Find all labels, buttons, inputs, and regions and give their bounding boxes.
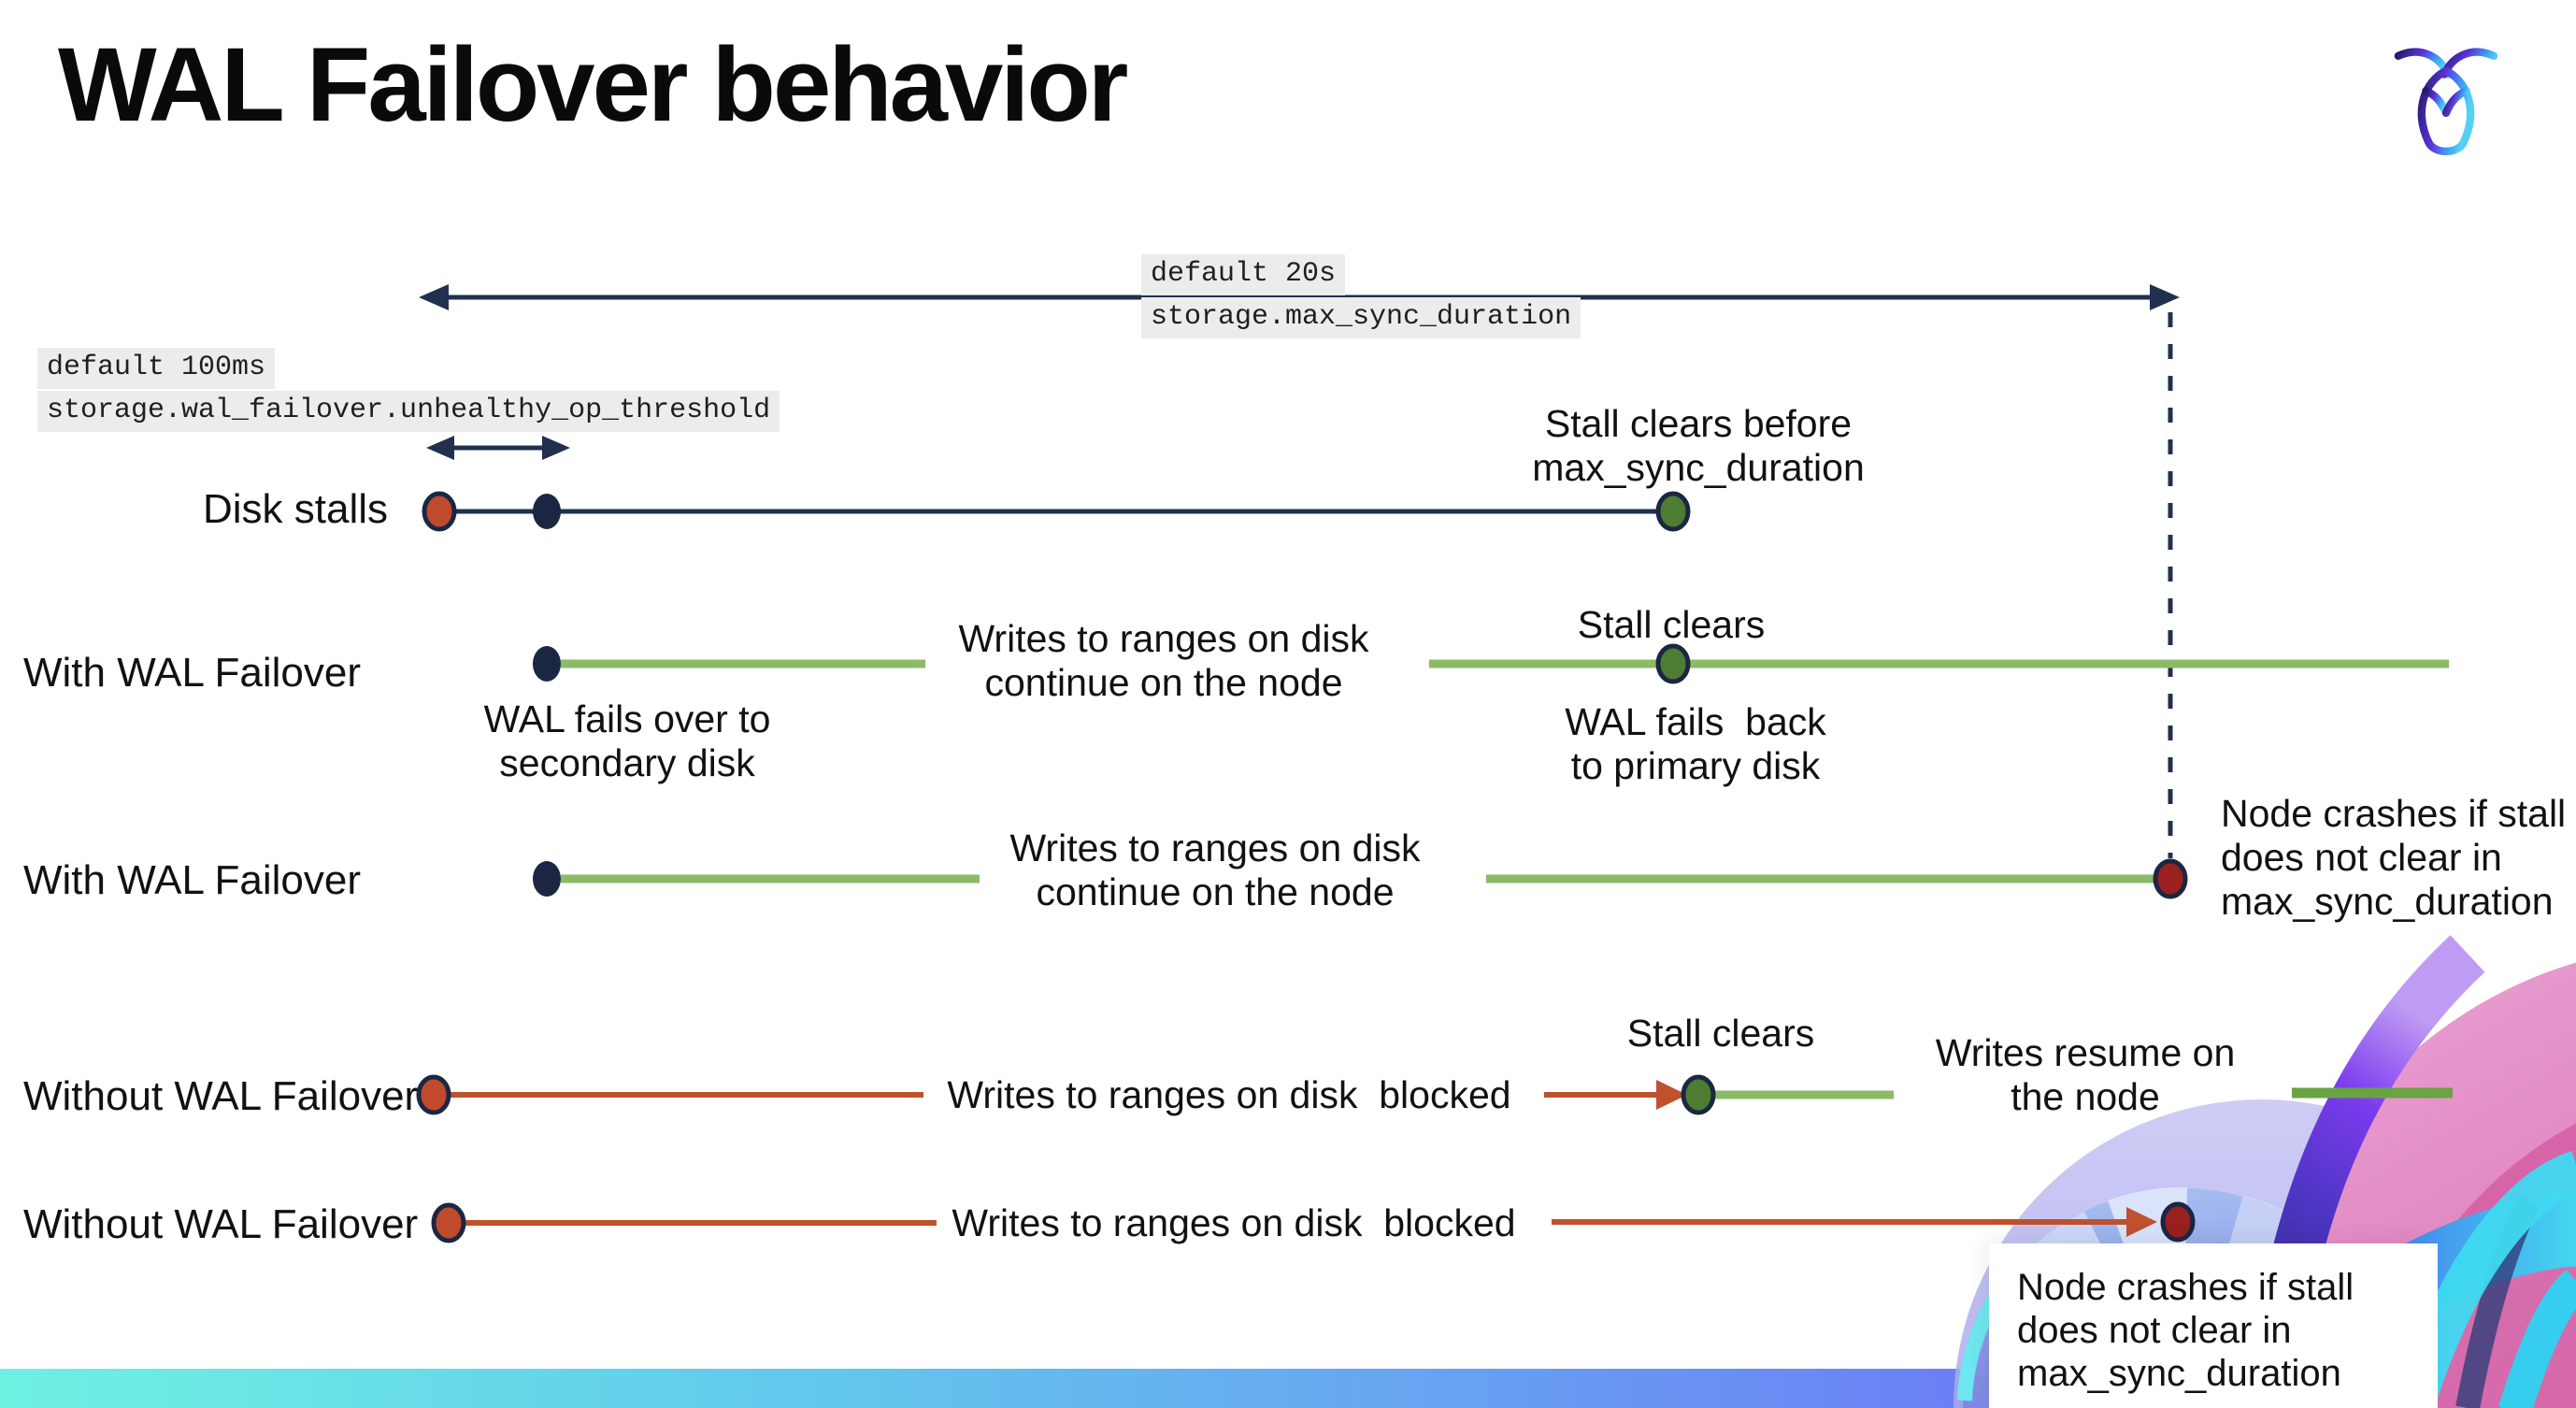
setting-name: storage.wal_failover.unhealthy_op_thresh…: [37, 391, 780, 432]
node-crash-callout-box: Node crashes if stall does not clear in …: [1989, 1243, 2438, 1408]
timeline-with-failover-crash: [533, 858, 2188, 899]
annotation-stall-clears-before: Stall clears before max_sync_duration: [1532, 402, 1865, 489]
annotation-writes-blocked-2: Writes to ranges on disk blocked: [952, 1201, 1516, 1244]
stall-start-dot: [422, 491, 457, 532]
setting-default-value: default 20s: [1141, 254, 1346, 295]
row-label-with-wal-failover-2: With WAL Failover: [23, 857, 362, 903]
failover-dot: [533, 646, 561, 682]
annotation-writes-continue-2: Writes to ranges on disk continue on the…: [1009, 826, 1421, 913]
node-crash-dot: [2153, 858, 2188, 899]
annotation-wal-fails-back: WAL fails back to primary disk: [1565, 700, 1826, 787]
stall-clears-dot: [1655, 643, 1691, 684]
stall-clears-dot: [1655, 491, 1691, 532]
annotation-writes-blocked-1: Writes to ranges on disk blocked: [947, 1073, 1511, 1116]
annotation-stall-clears-2: Stall clears: [1626, 1012, 1815, 1055]
unhealthy-op-threshold-setting-label: default 100ms storage.wal_failover.unhea…: [37, 348, 780, 434]
stall-clears-dot: [1681, 1074, 1716, 1115]
row-label-disk-stalls: Disk stalls: [202, 486, 388, 532]
failover-threshold-dot: [533, 494, 561, 529]
max-sync-duration-setting-label: default 20s storage.max_sync_duration: [1141, 254, 1581, 340]
node-crash-dot: [2160, 1201, 2196, 1243]
stall-start-dot: [416, 1074, 451, 1115]
annotation-node-crashes-1: Node crashes if stall does not clear in …: [2221, 792, 2567, 923]
page-title: WAL Failover behavior: [58, 26, 1128, 143]
row-label-without-wal-failover-2: Without WAL Failover: [23, 1201, 419, 1247]
unhealthy-op-threshold-arrow: [426, 436, 570, 460]
setting-name: storage.max_sync_duration: [1141, 297, 1581, 338]
row-label-with-wal-failover-1: With WAL Failover: [23, 650, 362, 696]
timeline-disk-stalls: [422, 491, 1691, 532]
annotation-node-crashes-2: Node crashes if stall does not clear in …: [2017, 1267, 2354, 1394]
timeline-with-failover-clears: [533, 643, 2449, 684]
annotation-writes-continue-1: Writes to ranges on disk continue on the…: [958, 617, 1369, 704]
row-label-without-wal-failover-1: Without WAL Failover: [23, 1073, 419, 1119]
annotation-wal-fails-over: WAL fails over to secondary disk: [483, 697, 771, 784]
timeline-without-failover-crash: [431, 1201, 2196, 1243]
timeline-without-failover-clears: [416, 1074, 2453, 1115]
cockroachdb-logo-icon: [2394, 48, 2498, 156]
failover-dot: [533, 861, 561, 897]
annotation-stall-clears-1: Stall clears: [1577, 603, 1766, 646]
blocked-arrowhead: [1656, 1080, 1687, 1110]
blocked-arrowhead: [2126, 1207, 2157, 1237]
stall-start-dot: [431, 1202, 466, 1243]
annotation-writes-resume: Writes resume on the node: [1935, 1031, 2236, 1118]
setting-default-value: default 100ms: [37, 348, 276, 389]
